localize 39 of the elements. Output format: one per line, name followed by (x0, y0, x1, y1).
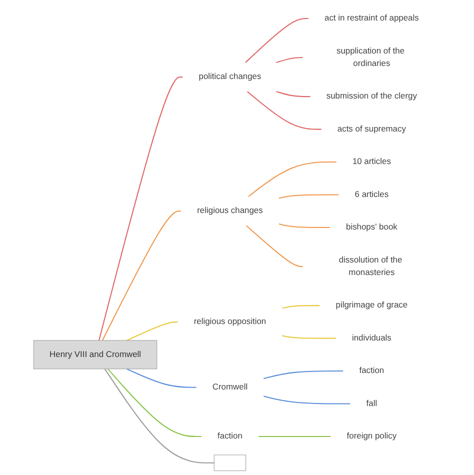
node-text: 6 articles (354, 190, 389, 199)
connector (282, 335, 336, 339)
connector (246, 224, 304, 268)
node-text: bishops' book (346, 222, 398, 232)
connector (107, 368, 202, 437)
node-text: individuals (352, 334, 392, 343)
node-text: fall (366, 399, 378, 408)
connector (126, 321, 178, 341)
node-text: acts of supremacy (337, 124, 406, 134)
connector (98, 76, 183, 341)
node-text: religious changes (197, 206, 263, 216)
connector (244, 18, 309, 64)
connector (104, 368, 214, 464)
node-text: Cromwell (212, 382, 248, 392)
node-text: 10 articles (352, 157, 391, 166)
connector (278, 223, 330, 228)
node-text: faction (218, 432, 242, 441)
node-text: act in restraint of appeals (324, 14, 419, 23)
node-text: political changes (198, 72, 262, 82)
connector (278, 194, 339, 199)
connector (275, 90, 311, 98)
connector (282, 305, 320, 309)
connector (263, 396, 350, 404)
node-text: faction (359, 366, 384, 376)
connector (258, 436, 331, 437)
node-text: dissolution of the monasteries (338, 255, 402, 278)
node-text: submission of the clergy (326, 92, 417, 101)
connector (263, 370, 344, 380)
connector (275, 57, 304, 64)
node-box (214, 454, 246, 472)
node-box: Henry VIII and Cromwell (33, 340, 158, 370)
node-text: pilgrimage of grace (336, 300, 408, 310)
connector (126, 368, 197, 388)
connector (246, 90, 322, 130)
node-text: supplication of the ordinaries (336, 46, 405, 68)
connector (248, 162, 337, 198)
node-text: foreign policy (346, 432, 397, 441)
connector (102, 210, 182, 341)
node-text: religious opposition (194, 317, 266, 326)
